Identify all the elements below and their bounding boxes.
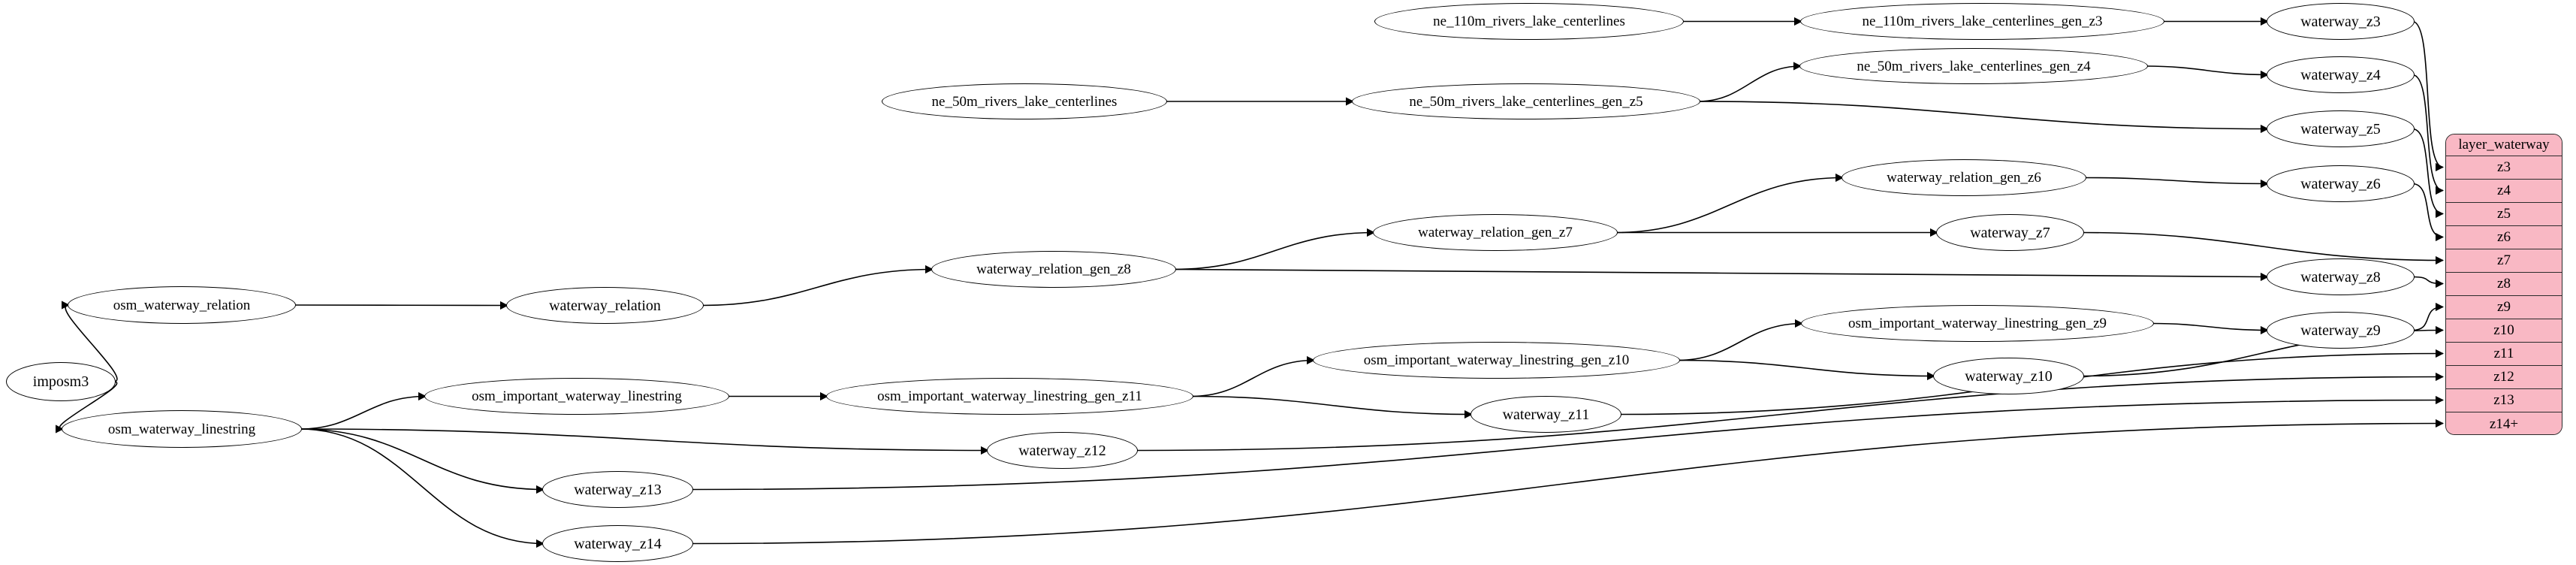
graph-node-waterway-z10[interactable]: waterway_z10 bbox=[1933, 358, 2084, 394]
graph-node-label: waterway_relation bbox=[549, 297, 661, 314]
graph-node-waterway-z5[interactable]: waterway_z5 bbox=[2267, 110, 2415, 147]
graph-edge bbox=[1677, 359, 1936, 381]
table-row[interactable]: z4 bbox=[2446, 180, 2562, 203]
table-row[interactable]: z9 bbox=[2446, 296, 2562, 319]
graph-node-osm-important-waterway-linestring-gen-z9[interactable]: osm_important_waterway_linestring_gen_z9 bbox=[1801, 305, 2154, 342]
table-row[interactable]: z13 bbox=[2446, 389, 2562, 412]
graph-node-waterway-z11[interactable]: waterway_z11 bbox=[1470, 396, 1621, 433]
graph-node-label: waterway_z6 bbox=[2300, 175, 2381, 192]
graph-node-label: osm_important_waterway_linestring_gen_z1… bbox=[877, 388, 1142, 404]
graph-node-label: waterway_z4 bbox=[2300, 66, 2381, 83]
graph-node-ne-50m-rivers-lake-centerlines[interactable]: ne_50m_rivers_lake_centerlines bbox=[882, 83, 1167, 119]
graph-node-waterway-relation-gen-z8[interactable]: waterway_relation_gen_z8 bbox=[931, 251, 1176, 288]
graph-node-waterway-z6[interactable]: waterway_z6 bbox=[2267, 165, 2415, 202]
graph-edge bbox=[1173, 228, 1376, 270]
graph-node-waterway-z4[interactable]: waterway_z4 bbox=[2267, 56, 2415, 93]
graph-node-label: waterway_z13 bbox=[574, 481, 662, 498]
graph-node-label: waterway_z11 bbox=[1502, 406, 1590, 423]
graph-node-osm-important-waterway-linestring[interactable]: osm_important_waterway_linestring bbox=[424, 378, 729, 415]
graph-edge bbox=[2412, 302, 2445, 331]
graph-node-imposm3[interactable]: imposm3 bbox=[6, 362, 116, 401]
graph-edge bbox=[299, 428, 990, 455]
graph-node-waterway-relation[interactable]: waterway_relation bbox=[506, 287, 704, 324]
graph-edge bbox=[690, 418, 2445, 545]
graph-edge bbox=[701, 264, 934, 307]
graph-node-label: waterway_relation_gen_z7 bbox=[1418, 225, 1573, 240]
graph-edge bbox=[299, 428, 545, 494]
graph-node-label: waterway_z14 bbox=[574, 535, 662, 552]
graph-node-label: waterway_z5 bbox=[2300, 120, 2381, 137]
graph-edge bbox=[1697, 101, 2270, 134]
graph-edge bbox=[2412, 128, 2445, 219]
graph-node-osm-waterway-relation[interactable]: osm_waterway_relation bbox=[68, 286, 296, 324]
graph-edge bbox=[2412, 183, 2445, 242]
graph-edge bbox=[293, 301, 509, 310]
graph-edge bbox=[2412, 74, 2445, 195]
table-row[interactable]: z12 bbox=[2446, 366, 2562, 389]
graph-node-ne-50m-rivers-lake-centerlines-gen-z5[interactable]: ne_50m_rivers_lake_centerlines_gen_z5 bbox=[1352, 83, 1700, 119]
graph-node-osm-important-waterway-linestring-gen-z10[interactable]: osm_important_waterway_linestring_gen_z1… bbox=[1313, 342, 1680, 379]
graph-node-label: waterway_z7 bbox=[1970, 224, 2050, 241]
graph-node-label: waterway_z8 bbox=[2300, 268, 2381, 286]
graph-edge bbox=[1135, 372, 2445, 452]
table-title: layer_waterway bbox=[2446, 134, 2562, 156]
graph-node-label: osm_important_waterway_linestring_gen_z1… bbox=[1363, 352, 1630, 368]
graph-node-label: ne_110m_rivers_lake_centerlines bbox=[1433, 14, 1625, 29]
graph-node-label: waterway_z10 bbox=[1965, 367, 2053, 385]
graph-node-ne-110m-rivers-lake-centerlines-gen-z3[interactable]: ne_110m_rivers_lake_centerlines_gen_z3 bbox=[1800, 3, 2164, 40]
graph-edge bbox=[1615, 173, 1845, 234]
table-row[interactable]: z6 bbox=[2446, 226, 2562, 249]
table-row[interactable]: z14+ bbox=[2446, 412, 2562, 434]
graph-node-label: waterway_z3 bbox=[2300, 13, 2381, 30]
table-row[interactable]: z10 bbox=[2446, 319, 2562, 343]
graph-node-ne-110m-rivers-lake-centerlines[interactable]: ne_110m_rivers_lake_centerlines bbox=[1374, 3, 1684, 40]
table-row[interactable]: z8 bbox=[2446, 273, 2562, 296]
graph-edge bbox=[299, 391, 427, 430]
graph-node-osm-important-waterway-linestring-gen-z11[interactable]: osm_important_waterway_linestring_gen_z1… bbox=[826, 378, 1193, 415]
table-row[interactable]: z7 bbox=[2446, 249, 2562, 273]
graph-edge bbox=[2083, 177, 2270, 189]
graph-edge bbox=[2412, 20, 2445, 172]
graph-node-waterway-z7[interactable]: waterway_z7 bbox=[1936, 214, 2084, 251]
graph-node-waterway-z3[interactable]: waterway_z3 bbox=[2267, 3, 2415, 40]
graph-node-label: osm_waterway_relation bbox=[113, 297, 251, 313]
graph-node-waterway-z14[interactable]: waterway_z14 bbox=[542, 525, 693, 562]
graph-node-waterway-z12[interactable]: waterway_z12 bbox=[987, 432, 1138, 469]
graph-node-ne-50m-rivers-lake-centerlines-gen-z4[interactable]: ne_50m_rivers_lake_centerlines_gen_z4 bbox=[1799, 48, 2148, 84]
graph-edge bbox=[1697, 62, 1802, 102]
graph-node-label: ne_50m_rivers_lake_centerlines_gen_z4 bbox=[1857, 58, 2091, 74]
graph-edge bbox=[2081, 231, 2445, 265]
graph-node-label: osm_important_waterway_linestring bbox=[472, 388, 682, 404]
graph-node-waterway-z9[interactable]: waterway_z9 bbox=[2267, 312, 2415, 349]
table-row[interactable]: z5 bbox=[2446, 203, 2562, 226]
graph-node-waterway-relation-gen-z6[interactable]: waterway_relation_gen_z6 bbox=[1842, 159, 2086, 196]
graph-node-label: ne_50m_rivers_lake_centerlines_gen_z5 bbox=[1409, 93, 1643, 110]
graph-edge bbox=[1677, 319, 1804, 361]
table-row[interactable]: z11 bbox=[2446, 343, 2562, 366]
table-row[interactable]: z3 bbox=[2446, 156, 2562, 180]
graph-node-label: waterway_z12 bbox=[1018, 442, 1106, 459]
graph-node-label: ne_50m_rivers_lake_centerlines bbox=[931, 93, 1118, 110]
graph-edge bbox=[2151, 322, 2270, 335]
graph-edge bbox=[2145, 65, 2270, 80]
graph-edge bbox=[1173, 268, 2270, 282]
graph-edge bbox=[1190, 395, 1474, 419]
graph-edge bbox=[2412, 276, 2445, 289]
graph-node-label: imposm3 bbox=[32, 373, 89, 390]
graph-node-label: waterway_z9 bbox=[2300, 322, 2381, 339]
graph-edge bbox=[299, 428, 545, 548]
graph-node-label: waterway_relation_gen_z8 bbox=[976, 261, 1131, 277]
graph-node-waterway-z8[interactable]: waterway_z8 bbox=[2267, 258, 2415, 295]
graph-node-waterway-relation-gen-z7[interactable]: waterway_relation_gen_z7 bbox=[1373, 214, 1618, 251]
graph-node-label: osm_waterway_linestring bbox=[107, 421, 256, 437]
graph-node-osm-waterway-linestring[interactable]: osm_waterway_linestring bbox=[62, 410, 302, 448]
graph-node-label: osm_important_waterway_linestring_gen_z9 bbox=[1848, 316, 2107, 331]
graph-node-label: ne_110m_rivers_lake_centerlines_gen_z3 bbox=[1862, 14, 2103, 29]
graph-edge bbox=[1190, 355, 1316, 397]
graph-node-waterway-z13[interactable]: waterway_z13 bbox=[542, 471, 693, 508]
graph-node-label: waterway_relation_gen_z6 bbox=[1887, 170, 2041, 186]
